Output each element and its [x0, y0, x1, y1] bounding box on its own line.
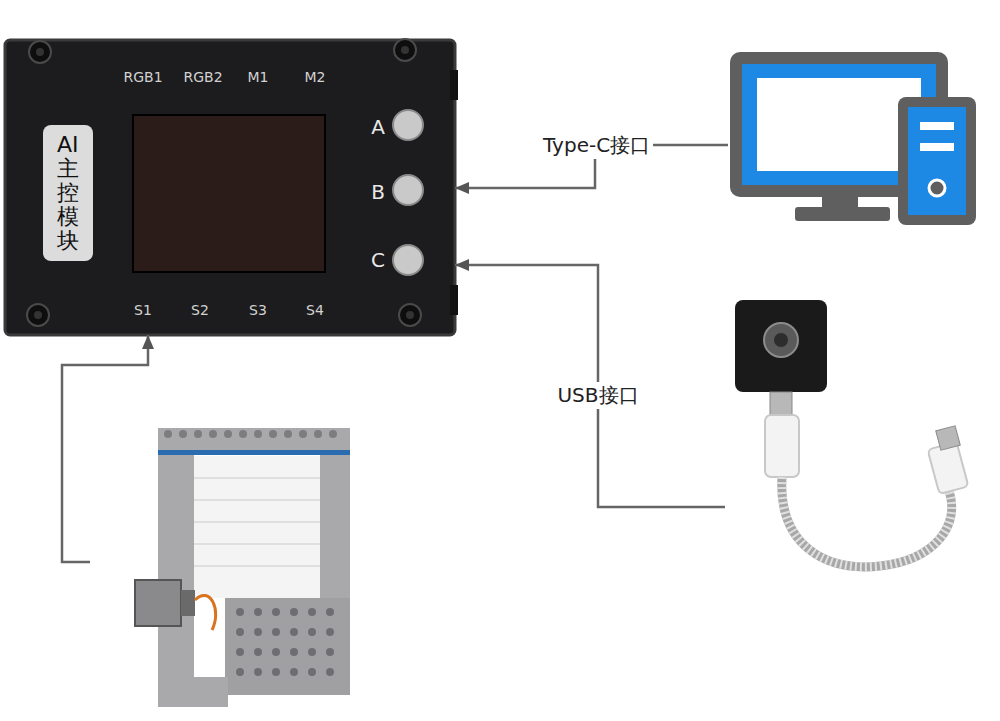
usb-camera-photo — [735, 300, 968, 567]
ai-main-module: RGB1 RGB2 M1 M2A B C S1 S2 S3 S4 AI主控模块 — [5, 40, 455, 335]
button-label: B — [371, 180, 385, 204]
button-label: C — [371, 248, 385, 272]
module-label: AI主控模块 — [43, 125, 93, 262]
module-name: AI主控模块 — [57, 133, 79, 254]
port-label: RGB2 — [183, 69, 222, 85]
computer-icon — [730, 52, 976, 225]
computer — [728, 50, 978, 227]
connector — [62, 335, 148, 562]
port-label: S4 — [306, 302, 324, 318]
ai-module-illustration — [5, 39, 458, 335]
port-label: S3 — [249, 302, 267, 318]
lego-door-model — [135, 428, 350, 707]
interface-label: USB接口 — [554, 382, 641, 409]
port-label: M1 — [248, 69, 269, 85]
port-label: M2 — [305, 69, 326, 85]
interface-label: Type-C接口 — [540, 132, 653, 159]
port-label: S2 — [191, 302, 209, 318]
usb-camera — [725, 295, 980, 580]
button-label: A — [371, 115, 385, 139]
door-model — [90, 405, 440, 715]
port-label: S1 — [134, 302, 152, 318]
connector — [455, 265, 725, 507]
port-label: RGB1 — [123, 69, 162, 85]
